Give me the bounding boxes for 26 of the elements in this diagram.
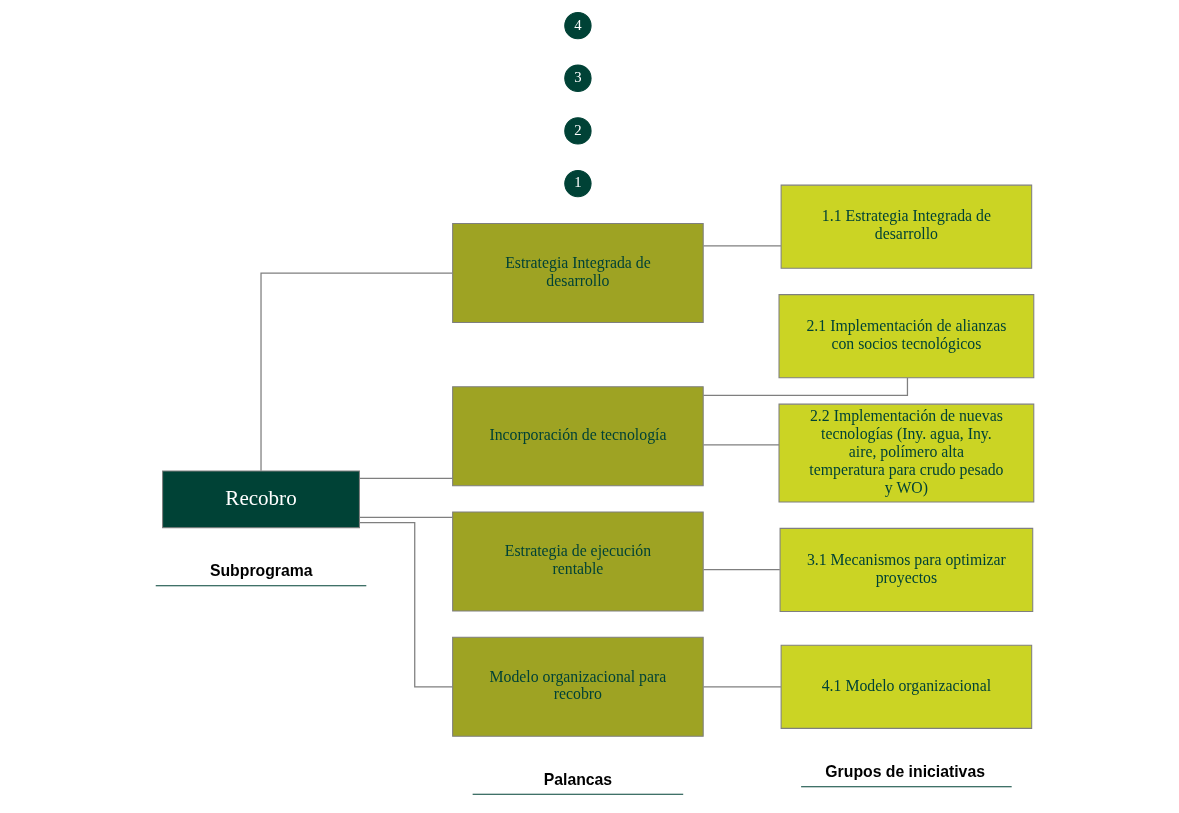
connector <box>358 477 454 479</box>
node-box: Incorporación de tecnología <box>452 386 704 487</box>
connector <box>359 521 454 688</box>
node-box: Modelo organizacional para recobro <box>452 636 704 737</box>
connector <box>260 272 453 472</box>
node-box: Recobro <box>162 470 360 529</box>
connector <box>702 245 782 247</box>
connector <box>702 569 781 571</box>
node-circle: 3 <box>564 64 592 92</box>
connector <box>702 377 909 397</box>
connector <box>702 686 782 688</box>
node-box: 1.1 Estrategia Integrada de desarrollo <box>780 184 1033 269</box>
connector <box>702 444 780 446</box>
node-box: Estrategia de ejecución rentable <box>452 511 704 612</box>
node-circle: 1 <box>564 169 592 198</box>
node-box: Estrategia Integrada de desarrollo <box>452 223 704 324</box>
node-box: 4.1 Modelo organizacional <box>780 644 1033 729</box>
node-circle: 2 <box>564 117 592 145</box>
node-circle: 4 <box>564 11 592 40</box>
node-box: 3.1 Mecanismos para optimizar proyectos <box>779 527 1034 613</box>
node-box: 2.2 Implementación de nuevas tecnologías (Iny. agua, Iny. aire, polímero alta temperatura para crudo pesado y WO) <box>778 403 1035 503</box>
connector <box>358 516 454 518</box>
label: Subprograma <box>209 562 313 580</box>
label: Palancas <box>543 770 613 788</box>
label: Grupos de iniciativas <box>825 763 985 781</box>
node-box: 2.1 Implementación de alianzas con socios tecnológicos <box>778 294 1035 379</box>
